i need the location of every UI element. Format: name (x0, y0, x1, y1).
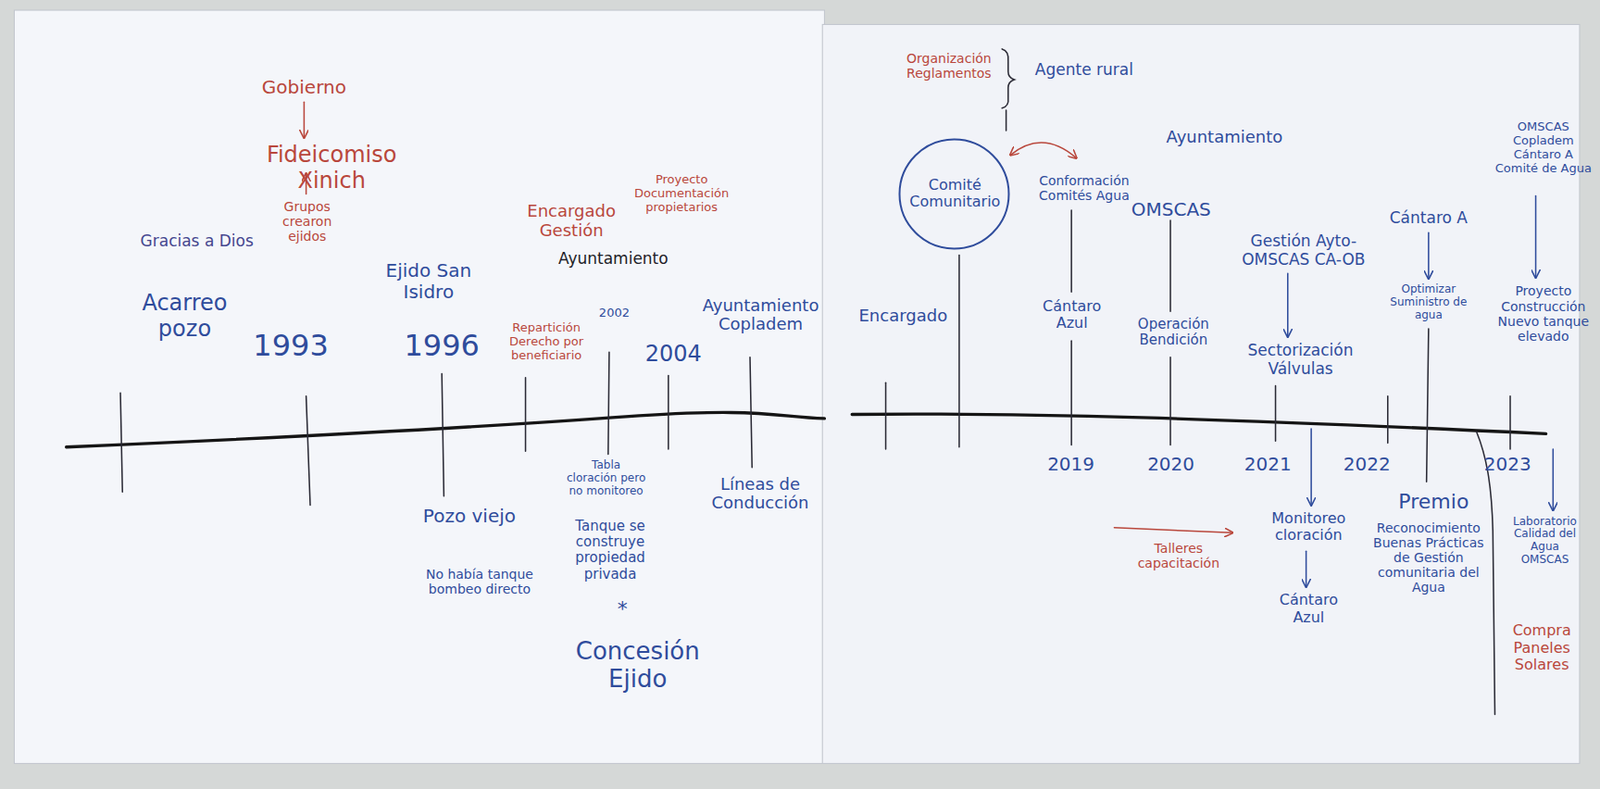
year-label: 2022 (1338, 453, 1396, 475)
arrow (1305, 550, 1308, 588)
tick-mark (1070, 340, 1073, 445)
year-label: 2002 (593, 306, 635, 321)
tick-mark (525, 377, 527, 451)
leader-line (1169, 220, 1172, 312)
arrow (1310, 428, 1313, 506)
node-label: Comité Comunitario (908, 176, 1001, 212)
year-label: 2023 (1479, 453, 1537, 475)
note: Fideicomiso Xinich (229, 142, 434, 194)
note: Organización Reglamentos (898, 50, 1000, 81)
event-label: Acarreo pozo (138, 290, 231, 342)
event-label: Proyecto Construcción Nuevo tanque eleva… (1494, 283, 1592, 343)
event-label: Ejido San Isidro (377, 260, 480, 303)
event-label: Encargado (851, 306, 954, 326)
event-label: OMSCAS (1129, 199, 1213, 221)
timeline-axis (851, 413, 1546, 434)
event-label: Reconocimiento Buenas Prácticas de Gesti… (1372, 520, 1485, 595)
event-label: Cántaro Azul (1270, 591, 1348, 626)
year-label: 2004 (637, 341, 710, 368)
tick-mark (120, 392, 123, 492)
arrow (1552, 449, 1555, 511)
paper-sheet (13, 10, 825, 763)
event-label: Premio (1392, 489, 1475, 513)
tick-mark (1275, 386, 1277, 442)
note: No había tanque bombeo directo (412, 566, 546, 597)
event-label: Cántaro A (1382, 209, 1475, 228)
event-label: Operación Bendición (1132, 316, 1214, 350)
year-label: 1996 (390, 328, 493, 363)
timeline-axis (66, 412, 825, 447)
leader-line (1005, 110, 1008, 131)
note: Agente rural (1020, 61, 1149, 80)
arrow (1287, 273, 1289, 337)
note: Tanque se construye propiedad privada (559, 518, 662, 583)
leader-line (1070, 210, 1073, 292)
note: Tabla cloración pero no monitoreo (566, 459, 647, 498)
arrow (303, 101, 306, 138)
note: Laboratorio Calidad del Agua OMSCAS (1505, 515, 1586, 567)
note: Encargado Gestión (515, 201, 628, 240)
note: Grupos crearon ejidos (275, 199, 339, 244)
tick-mark (750, 357, 752, 468)
tick-mark (885, 382, 888, 450)
arrow (1535, 196, 1538, 278)
event-label: Líneas de Conducción (699, 475, 822, 513)
tick-mark (1509, 396, 1512, 450)
tick-mark (608, 351, 610, 454)
event-label: Gestión Ayto-OMSCAS CA-OB (1219, 232, 1388, 269)
year-label: 2021 (1239, 453, 1297, 475)
tick-mark (1169, 357, 1172, 446)
brace (1001, 49, 1014, 109)
event-label: Pozo viejo (408, 505, 531, 527)
event-label: Sectorización Válvulas (1237, 341, 1365, 378)
tick-mark (1426, 328, 1429, 482)
note: Gobierno (252, 76, 355, 99)
double-arrow (1010, 142, 1077, 159)
tick-mark (441, 373, 444, 496)
mark: * (607, 597, 638, 621)
note: Proyecto Documentación propietarios (624, 173, 738, 215)
event-label: Concesión Ejido (566, 637, 710, 694)
circled-node: Comité Comunitario (898, 137, 1011, 250)
year-label: 2020 (1142, 453, 1200, 475)
tick-mark (1387, 396, 1389, 444)
arrow (1113, 527, 1233, 534)
tick-mark (667, 375, 670, 450)
note: Ayuntamiento (556, 250, 671, 269)
note: Talleres capacitación (1112, 540, 1245, 571)
event-label: Monitoreo cloración (1265, 510, 1353, 545)
node-text-box: Comité Comunitario (908, 176, 1001, 212)
note: Compra Paneles Solares (1505, 622, 1579, 674)
paper-sheet (822, 24, 1580, 763)
event-label: Cántaro Azul (1038, 298, 1106, 333)
arrow (1427, 232, 1430, 279)
tick-mark (306, 396, 311, 506)
circle-shape (899, 138, 1009, 249)
note: Repartición Derecho por beneficiario (498, 321, 596, 363)
note: Optimizar Suministro de agua (1382, 283, 1475, 322)
year-label: 1993 (244, 328, 337, 363)
event-label: Ayuntamiento (1158, 127, 1291, 148)
note: Gracias a Dios (130, 232, 263, 251)
event-label: Ayuntamiento Copladem (697, 296, 825, 335)
tick-mark (958, 255, 961, 448)
note: OMSCAS Copladem Cántaro A Comité de Agua (1494, 120, 1592, 176)
year-label: 2019 (1042, 453, 1100, 475)
